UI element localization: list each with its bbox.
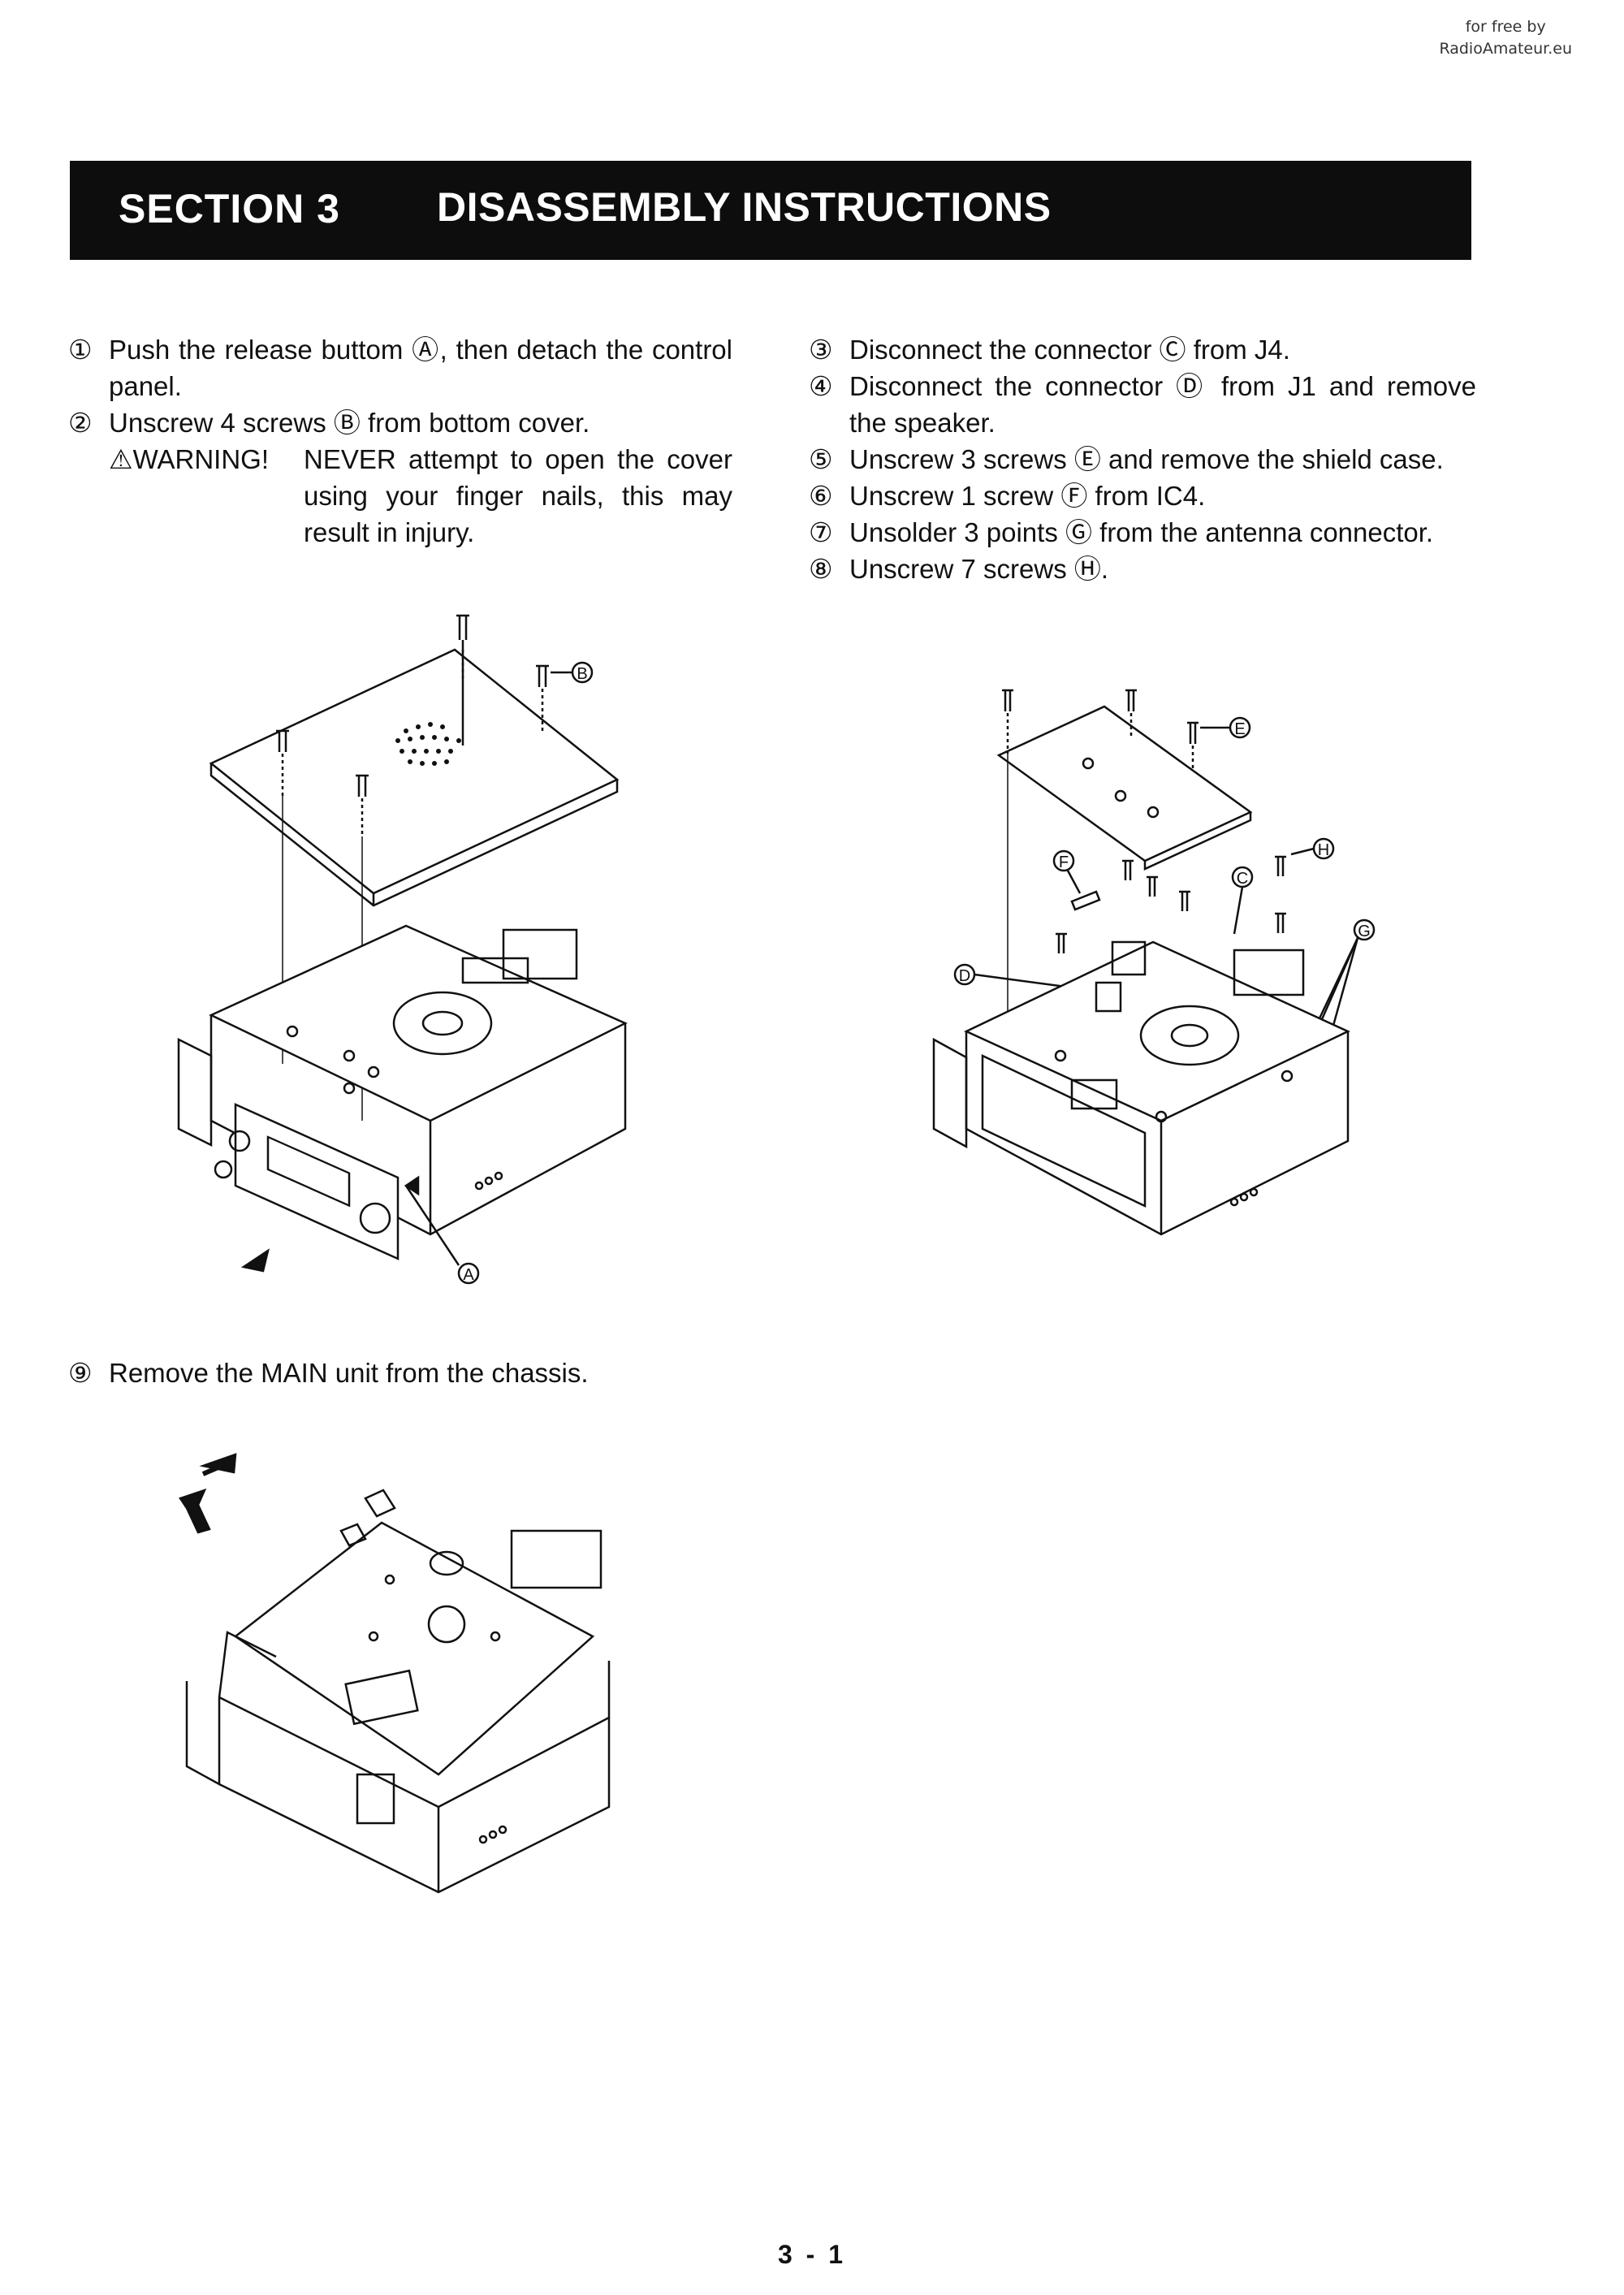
step-3: ③ Disconnect the connector Ⓒ from J4. [809,331,1476,368]
arrow-icon [404,1175,420,1196]
step-text: Disconnect the connector Ⓓ from J1 and r… [849,371,1476,438]
screw-icon [1002,689,1013,754]
step-4: ④ Disconnect the connector Ⓓ from J1 and… [809,368,1476,441]
radio-chassis [932,940,1350,1236]
watermark: for free by RadioAmateur.eu [1439,16,1572,60]
section-number: SECTION 3 [119,186,340,231]
screw-icon [1275,855,1286,876]
step-text: Unsolder 3 points Ⓖ from the antenna con… [849,517,1434,547]
screw-icon [1122,859,1134,880]
step-number: ⑥ [809,481,833,511]
step-text: Unscrew 1 screw Ⓕ from IC4. [849,481,1206,511]
screw-icon [1125,689,1137,739]
main-board [233,1521,595,1776]
callout-g [1353,918,1376,941]
screw-icon [1056,932,1067,953]
screw-icon [456,614,469,746]
step-6: ⑥ Unscrew 1 screw Ⓕ from IC4. [809,478,1476,514]
figure-bottom-cover: B A [177,614,628,1285]
screw-icon [1070,890,1101,911]
step-text: Unscrew 4 screws Ⓑ from bottom cover. [109,408,590,438]
callout-a [457,1262,480,1285]
step-9: ⑨ Remove the MAIN unit from the chassis. [68,1355,734,1391]
section-header: SECTION 3 DISASSEMBLY INSTRUCTIONS [70,161,1471,260]
step-number: ③ [809,335,833,365]
screw-icon [1275,912,1286,933]
warning-label: ⚠WARNING! [109,444,270,474]
step-text: Remove the MAIN unit from the chassis. [109,1358,589,1388]
step-number: ① [68,335,93,365]
callout-h-label: H [1318,841,1329,859]
callout-c-label: C [1237,870,1248,888]
screw-icon [356,774,369,836]
radio-chassis [177,924,628,1260]
callout-f-label: F [1059,854,1069,871]
step-number: ⑦ [809,517,833,547]
warning-text: NEVER attempt to open the cover using yo… [304,444,732,547]
screw-icon [536,664,549,731]
step-7: ⑦ Unsolder 3 points Ⓖ from the antenna c… [809,514,1476,551]
warning-note: ⚠WARNING! NEVER attempt to open the cove… [109,441,732,551]
callout-e [1229,716,1251,739]
callout-a-label: A [463,1266,474,1284]
step-1: ① Push the release buttom Ⓐ, then detach… [68,331,732,404]
figure-main-unit [179,1453,611,1894]
bottom-cover-plate [209,648,620,907]
callout-d-label: D [959,967,970,985]
step-number: ② [68,408,93,438]
callout-g-label: G [1358,923,1371,940]
screw-icon [1187,721,1199,771]
step-text: Push the release buttom Ⓐ, then detach t… [109,335,732,401]
grille-dots [395,722,461,766]
arrow-icon [240,1248,270,1273]
watermark-link[interactable]: RadioAmateur.eu [1439,40,1572,58]
step-text: Disconnect the connector Ⓒ from J4. [849,335,1290,365]
arrow-icon [179,1488,211,1534]
figure-shield-case: E F C H D G [932,689,1376,1236]
step-number: ⑧ [809,554,833,584]
callout-b [571,661,594,684]
step-text: Unscrew 3 screws Ⓔ and remove the shield… [849,444,1444,474]
step-number: ⑨ [68,1358,93,1388]
radio-chassis [185,1529,611,1894]
right-instructions: ③ Disconnect the connector Ⓒ from J4. ④ … [809,331,1476,587]
step-number: ⑤ [809,444,833,474]
step-number: ④ [809,371,833,401]
callout-f [1052,849,1075,872]
step-9-block: ⑨ Remove the MAIN unit from the chassis. [68,1355,734,1391]
section-title: DISASSEMBLY INSTRUCTIONS [437,184,1052,230]
callout-e-label: E [1234,720,1245,738]
step-5: ⑤ Unscrew 3 screws Ⓔ and remove the shie… [809,441,1476,478]
step-2: ② Unscrew 4 screws Ⓑ from bottom cover. [68,404,732,441]
step-8: ⑧ Unscrew 7 screws Ⓗ. [809,551,1476,587]
left-instructions: ① Push the release buttom Ⓐ, then detach… [68,331,732,551]
screw-icon [1179,890,1190,911]
callout-b-label: B [577,665,587,683]
watermark-line-1: for free by [1465,18,1546,36]
page-number: 3 - 1 [777,2240,847,2269]
step-text: Unscrew 7 screws Ⓗ. [849,554,1109,584]
screw-icon [1147,875,1158,897]
screw-icon [276,729,289,796]
